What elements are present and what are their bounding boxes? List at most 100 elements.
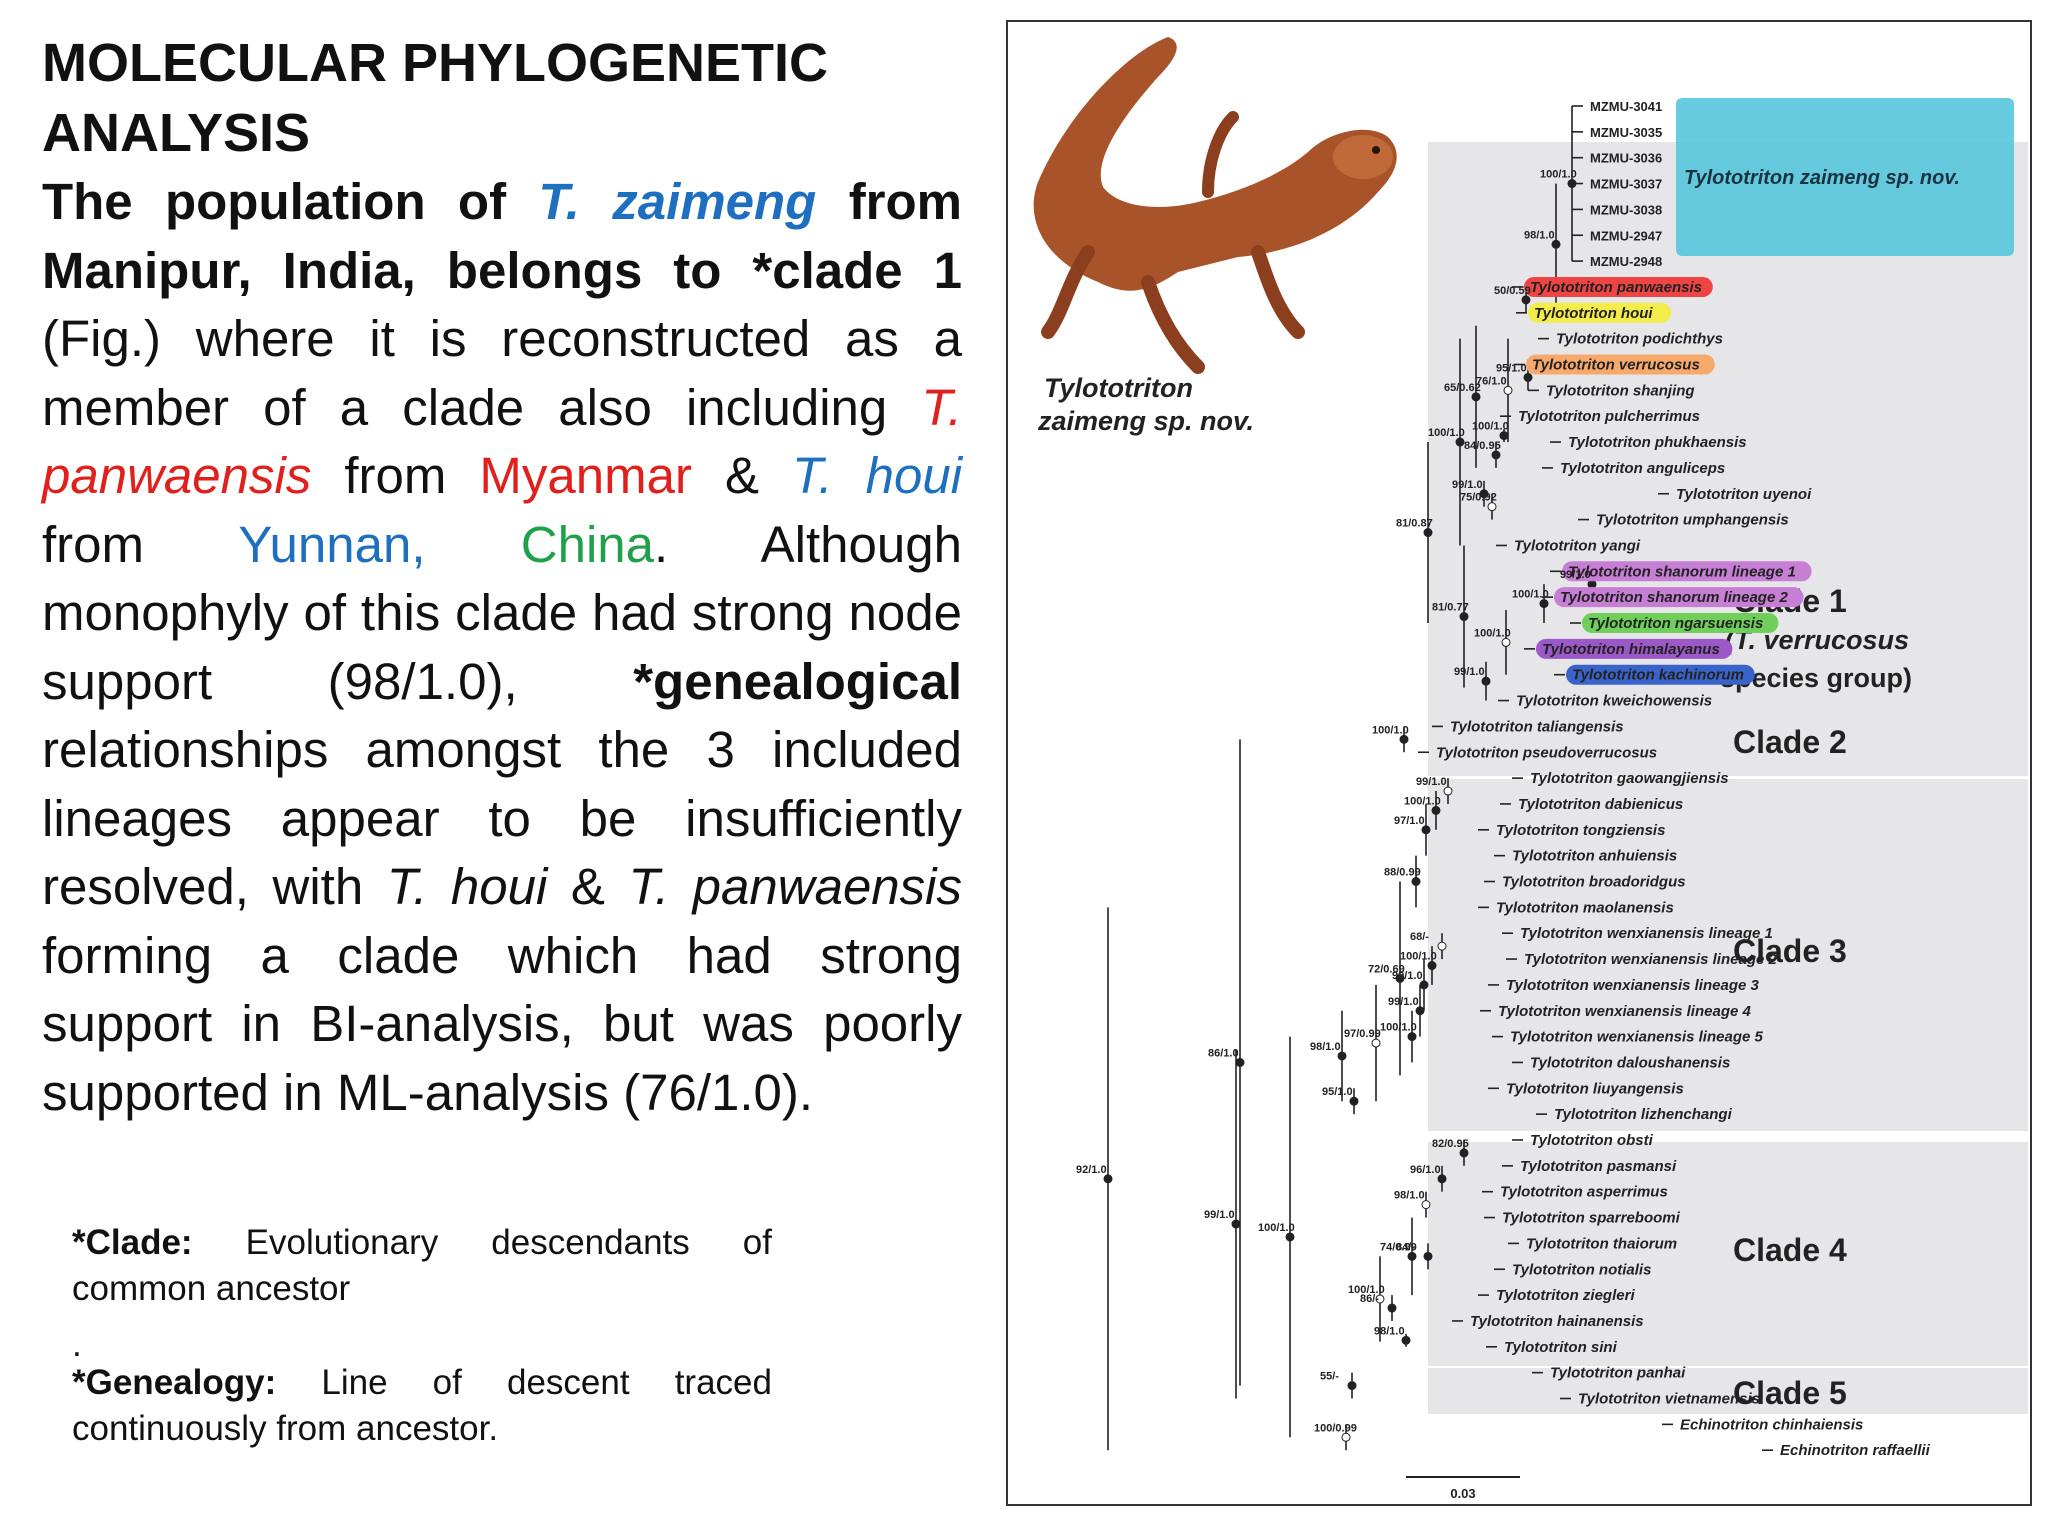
clade2-label: Clade 2 (1733, 724, 1847, 760)
taxon-label: Tylototriton uyenoi (1676, 486, 1812, 503)
taxon-label: MZMU-3037 (1590, 177, 1662, 192)
phylogeny-figure: Tylototriton zaimeng sp. nov. Tylototrit… (1006, 20, 2032, 1506)
node-marker (1423, 528, 1433, 538)
taxon-highlight (1566, 664, 1755, 685)
support-value: 100/1.0 (1258, 1222, 1295, 1234)
node-marker (1459, 1148, 1469, 1158)
zaimeng-highlight (1676, 98, 2014, 256)
support-value: 99/1.0 (1454, 666, 1485, 678)
section-heading: MOLECULAR PHYLOGENETIC ANALYSIS (42, 33, 829, 163)
support-value: 74/0.99 (1380, 1241, 1417, 1253)
support-value: 81/0.87 (1396, 518, 1433, 530)
node-marker (1471, 392, 1481, 402)
taxon-label: Tylototriton podichthys (1556, 331, 1723, 348)
node-marker (1455, 437, 1465, 447)
support-value: 100/1.0 (1512, 589, 1549, 601)
taxon-label: MZMU-2948 (1590, 254, 1662, 269)
node-marker (1401, 1335, 1411, 1345)
taxon-label: Echinotriton chinhaiensis (1680, 1416, 1863, 1433)
taxon-highlight (1536, 638, 1733, 659)
support-value: 100/1.0 (1474, 627, 1511, 639)
taxon-label: Tylototriton taliangensis (1450, 718, 1624, 735)
support-value: 75/0.92 (1460, 492, 1497, 504)
clade5-label: Clade 5 (1733, 1375, 1847, 1411)
node-marker (1375, 1294, 1385, 1304)
node-marker (1501, 637, 1511, 647)
footnote-separator: . (72, 1325, 82, 1364)
taxon-label: Tylototriton anguliceps (1560, 460, 1725, 477)
body-paragraph: The population of T. zaimeng from Manipu… (42, 173, 963, 1121)
node-marker (1347, 1381, 1357, 1391)
taxon-label: Tylototriton wenxianensis lineage 1 (1520, 925, 1773, 942)
support-value: 97/1.0 (1394, 815, 1425, 827)
node-marker (1523, 372, 1533, 382)
support-value: 98/1.0 (1524, 229, 1555, 241)
support-value: 86/- (1360, 1293, 1379, 1305)
node-marker (1337, 1051, 1347, 1061)
taxon-label: Tylototriton notialis (1512, 1261, 1651, 1278)
zaimeng-highlight-label: Tylototriton zaimeng sp. nov. (1684, 167, 1960, 189)
support-value: 99/1.0 (1452, 479, 1483, 491)
taxon-label: Tylototriton phukhaensis (1568, 434, 1747, 451)
support-value: 100/1.0 (1400, 951, 1437, 963)
taxon-highlight (1582, 613, 1779, 633)
support-value: 88/0.99 (1384, 867, 1421, 879)
taxon-label: Tylototriton panwaensis (1530, 279, 1702, 296)
support-value: 98/1.0 (1394, 1190, 1425, 1202)
taxon-label: Tylototriton umphangensis (1596, 512, 1789, 529)
support-value: 100/1.0 (1404, 795, 1441, 807)
node-marker (1349, 1096, 1359, 1106)
taxon-highlight (1528, 302, 1672, 323)
taxon-label: Tylototriton daloushanensis (1530, 1054, 1730, 1071)
node-marker (1411, 877, 1421, 886)
support-value: 50/0.59 (1494, 285, 1531, 297)
node-marker (1341, 1432, 1351, 1442)
node-marker (1443, 786, 1453, 796)
node-marker (1521, 295, 1531, 305)
taxon-label: Tylototriton hainanensis (1470, 1313, 1644, 1330)
taxon-label: Tylototriton ngarsuensis (1588, 615, 1763, 632)
clade3-label: Clade 3 (1733, 933, 1847, 969)
taxon-label: Tylototriton wenxianensis lineage 4 (1498, 1003, 1751, 1020)
node-marker (1567, 179, 1577, 189)
taxon-label: Tylototriton broadoridgus (1502, 874, 1686, 891)
support-value: 99/1.0 (1560, 569, 1591, 581)
support-value: 92/1.0 (1076, 1164, 1107, 1176)
phylogenetic-tree: Tylototriton zaimeng sp. nov. Tylototrit… (1033, 37, 2028, 1501)
node-marker (1371, 1038, 1381, 1048)
taxon-label: Tylototriton vietnamensis (1578, 1391, 1760, 1408)
taxon-label: Tylototriton gaowangjiensis (1530, 770, 1729, 787)
taxon-label: MZMU-3038 (1590, 202, 1662, 217)
taxon-label: Echinotriton raffaellii (1780, 1442, 1931, 1459)
support-value: 99/1.0 (1392, 970, 1423, 982)
support-value: 98/1.0 (1310, 1041, 1341, 1053)
node-marker (1499, 431, 1509, 441)
taxon-highlight (1526, 354, 1715, 375)
node-marker (1407, 1032, 1417, 1042)
taxon-labels: MZMU-3041MZMU-3035MZMU-3036MZMU-3037MZMU… (1436, 99, 1931, 1459)
taxon-label: Tylototriton wenxianensis lineage 2 (1524, 951, 1777, 968)
taxon-label: Tylototriton shanorum lineage 1 (1568, 563, 1796, 580)
support-value: 65/0.62 (1444, 382, 1481, 394)
taxon-highlight (1524, 276, 1713, 297)
taxon-label: MZMU-3036 (1590, 151, 1662, 166)
support-value: 100/1.0 (1348, 1284, 1385, 1296)
support-value: 100/0.99 (1314, 1422, 1357, 1434)
node-marker (1587, 579, 1597, 589)
node-marker (1479, 489, 1489, 499)
node-marker (1539, 599, 1549, 609)
taxon-label: MZMU-3041 (1590, 99, 1662, 114)
support-value: 100/1.0 (1428, 427, 1465, 439)
taxon-label: Tylototriton thaiorum (1526, 1235, 1677, 1252)
node-marker (1503, 385, 1513, 395)
support-value: 84/0.95 (1464, 440, 1501, 452)
text-column: MOLECULAR PHYLOGENETIC ANALYSIS The popu… (42, 28, 962, 1127)
newt-illustration (1033, 37, 1397, 374)
taxon-label: Tylototriton pasmansi (1520, 1158, 1677, 1175)
support-value: 100/1.0 (1380, 1022, 1417, 1034)
node-marker (1399, 734, 1409, 744)
node-marker (1459, 612, 1469, 622)
taxon-label: Tylototriton maolanensis (1496, 899, 1674, 916)
support-value: 81/0.77 (1432, 602, 1469, 614)
clade2-background (1428, 724, 2028, 776)
